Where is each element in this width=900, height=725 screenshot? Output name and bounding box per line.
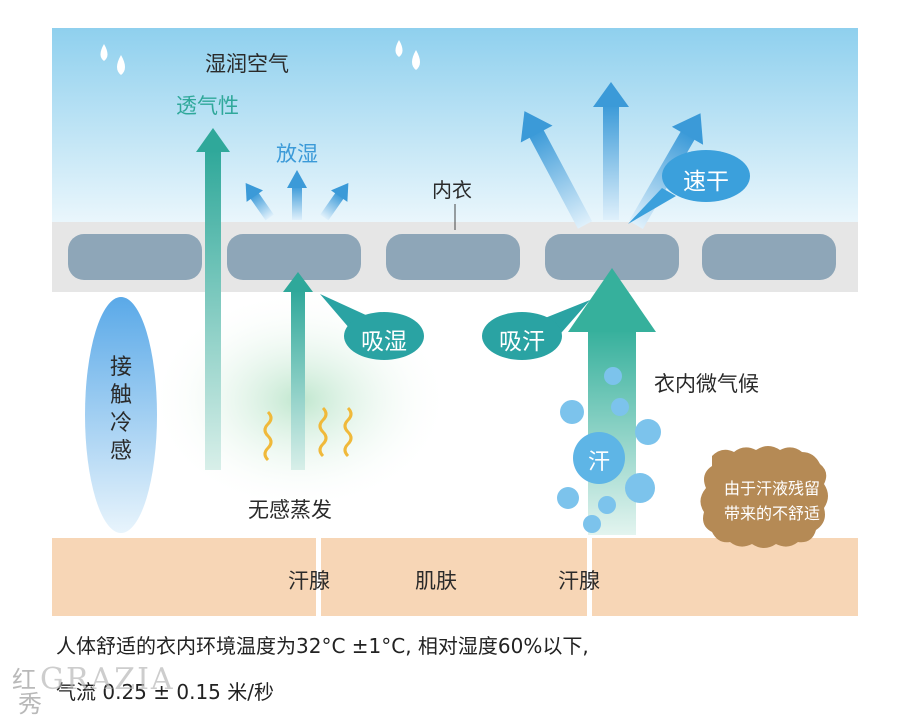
breathability-arrow	[196, 128, 230, 470]
caption-line-1: 人体舒适的衣内环境温度为32°C ±1°C, 相对湿度60%以下,	[56, 634, 589, 658]
contact-cool-oval	[85, 297, 157, 533]
microclimate-label: 衣内微气候	[654, 372, 759, 396]
breathability-label: 透气性	[176, 94, 239, 118]
quick-dry-bubble	[628, 150, 750, 224]
release-moisture-arrows	[245, 170, 349, 221]
absorb-moisture-bubble	[320, 294, 424, 360]
sweat-drop-text: 汗	[587, 450, 610, 475]
sweat-gland-right-label: 汗腺	[558, 569, 600, 593]
quick-dry-text: 速干	[683, 169, 729, 195]
watermark-cn-top: 红	[12, 666, 36, 694]
absorb-moisture-arrow	[283, 272, 313, 470]
watermark-cn-bottom: 秀	[18, 690, 42, 718]
sweat-drop-circle	[573, 432, 625, 484]
watermark-brand: GRAZIA	[40, 662, 175, 697]
absorb-sweat-bubble	[482, 300, 590, 360]
absorb-moisture-text: 吸湿	[361, 329, 407, 355]
humid-air-label: 湿润空气	[205, 52, 289, 76]
contact-cool-label: 接 触 冷 感	[109, 355, 132, 464]
skin-layer	[52, 538, 858, 616]
absorb-sweat-text: 吸汗	[499, 329, 545, 355]
insensible-evaporation-label: 无感蒸发	[248, 498, 332, 522]
heat-squiggle-icons	[263, 406, 353, 462]
skin-label: 肌肤	[415, 569, 457, 593]
discomfort-label: 由于汗液残留 带来的不舒适	[723, 479, 820, 523]
sweat-gland-left-label: 汗腺	[288, 569, 330, 593]
water-drop-icons	[100, 40, 420, 75]
quick-dry-arrows	[520, 82, 704, 230]
fabric-fibers	[68, 234, 836, 280]
underwear-label: 内衣	[432, 178, 472, 202]
caption-line-2: 气流 0.25 ± 0.15 米/秒	[56, 680, 274, 704]
discomfort-stain	[700, 446, 828, 548]
release-moisture-label: 放湿	[276, 142, 318, 166]
sweat-bubbles	[557, 367, 661, 533]
